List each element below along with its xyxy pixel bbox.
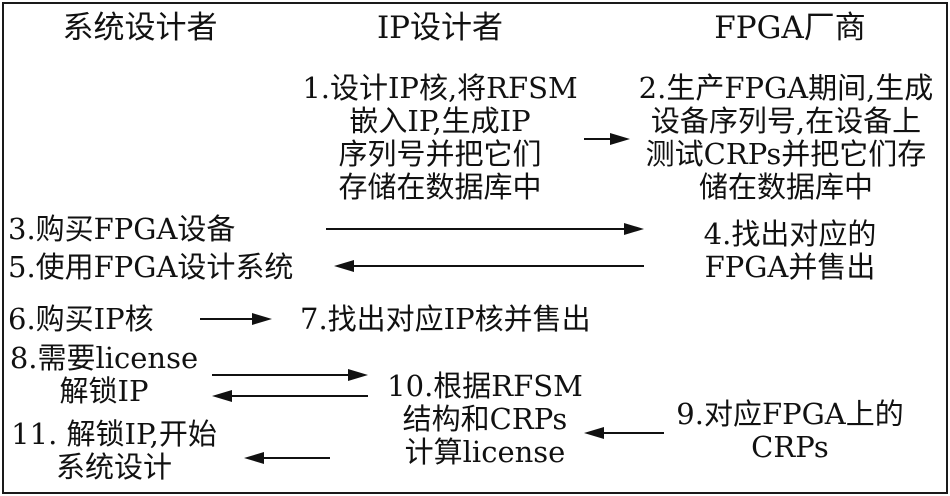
step-6: 6.购买IP核 — [8, 302, 154, 336]
step-9-line-2: CRPs — [751, 430, 829, 464]
arrow-10-to-8-head — [212, 390, 232, 402]
arrow-6-to-7-head — [252, 313, 272, 325]
step-9-line-1: 9.对应FPGA上的 — [676, 397, 904, 431]
step-2-line-2: 设备序列号,在设备上 — [650, 104, 922, 138]
arrow-8-to-10-head — [348, 369, 368, 381]
step-2-line-4: 储在数据库中 — [698, 170, 873, 204]
step-10-box: 10.根据RFSM 结构和CRPs 计算license — [370, 370, 600, 469]
arrow-4-to-5-head — [334, 260, 354, 272]
step-4-line-1: 4.找出对应的 — [703, 217, 877, 251]
step-8-line-2: 解锁IP — [59, 374, 149, 408]
step-3: 3.购买FPGA设备 — [8, 212, 236, 246]
step-8-line-1: 8.需要license — [9, 341, 199, 375]
step-1-line-2: 嵌入IP,生成IP — [349, 104, 531, 138]
step-11-box: 11. 解锁IP,开始 系统设计 — [4, 418, 224, 484]
step-5: 5.使用FPGA设计系统 — [8, 250, 294, 284]
step-4-box: 4.找出对应的 FPGA并售出 — [660, 218, 920, 284]
arrow-9-to-10-head — [584, 427, 604, 439]
step-8-box: 8.需要license 解锁IP — [4, 342, 204, 408]
step-7: 7.找出对应IP核并售出 — [300, 302, 591, 336]
step-1-line-4: 存储在数据库中 — [338, 170, 542, 204]
step-11-line-1: 11. 解锁IP,开始 — [11, 417, 217, 451]
step-1-line-3: 序列号并把它们 — [338, 137, 542, 171]
header-ip-designer: IP设计者 — [376, 10, 504, 46]
header-fpga-vendor: FPGA厂商 — [714, 10, 866, 46]
step-2-line-3: 测试CRPs并把它们存 — [645, 137, 927, 171]
arrow-3-to-4-head — [624, 223, 644, 235]
step-1-box: 1.设计IP核,将RFSM 嵌入IP,生成IP 序列号并把它们 存储在数据库中 — [290, 72, 590, 204]
arrow-10-to-11-head — [244, 452, 264, 464]
step-11-line-2: 系统设计 — [55, 450, 172, 484]
step-1-line-1: 1.设计IP核,将RFSM — [302, 71, 578, 105]
step-9-box: 9.对应FPGA上的 CRPs — [660, 398, 920, 464]
step-2-box: 2.生产FPGA期间,生成 设备序列号,在设备上 测试CRPs并把它们存 储在数… — [626, 72, 946, 204]
step-4-line-2: FPGA并售出 — [704, 250, 876, 284]
step-10-line-1: 10.根据RFSM — [387, 369, 583, 403]
step-10-line-3: 计算license — [404, 435, 566, 469]
arrow-1-to-2-head — [610, 133, 630, 145]
step-10-line-2: 结构和CRPs — [402, 402, 568, 436]
header-system-designer: 系统设计者 — [62, 10, 218, 46]
step-2-line-1: 2.生产FPGA期间,生成 — [638, 71, 934, 105]
